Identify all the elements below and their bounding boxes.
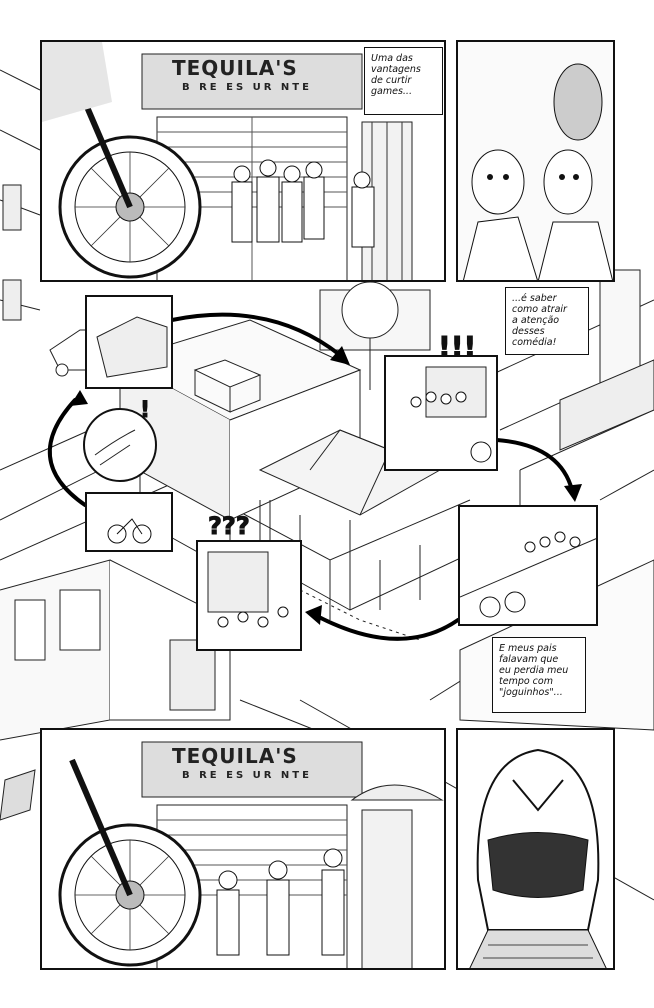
bar-sign-name: TEQUILA'S bbox=[172, 56, 298, 80]
panel-bar-storefront-bottom: TEQUILA'S B RE ES UR NTE bbox=[40, 728, 446, 970]
caption-line: "joguinhos"... bbox=[499, 687, 563, 698]
caption-line: games... bbox=[371, 86, 412, 97]
bar-sign-subtitle: B RE ES UR NTE bbox=[182, 82, 312, 93]
alert-marks: !!! bbox=[437, 330, 477, 364]
caption-line: a atenção bbox=[512, 315, 560, 326]
caption-line: vantagens bbox=[371, 64, 421, 75]
caption-top: Uma das vantagens de curtir games... bbox=[364, 47, 443, 115]
caption-line: de curtir bbox=[371, 75, 412, 86]
zombie-faces bbox=[458, 42, 613, 280]
caption-line: como atrair bbox=[512, 304, 567, 315]
helmet-illustration bbox=[469, 748, 607, 968]
caption-line: desses bbox=[512, 326, 545, 337]
panel-zombies-alert bbox=[384, 355, 498, 471]
bar-sign-name: TEQUILA'S bbox=[172, 744, 298, 768]
storefront-scene bbox=[58, 741, 444, 968]
single-alert-mark: ! bbox=[139, 398, 151, 424]
caption-line: tempo com bbox=[499, 676, 553, 687]
confused-marks: ??? bbox=[208, 512, 251, 541]
storefront-scene bbox=[42, 42, 413, 280]
caption-line: E meus pais bbox=[499, 643, 557, 654]
closeup-circle bbox=[83, 408, 157, 482]
caption-line: comédia! bbox=[512, 337, 557, 348]
panel-zombies-closeup bbox=[456, 40, 615, 282]
caption-middle: ...é saber como atrair a atenção desses … bbox=[505, 287, 589, 355]
caption-line: eu perdia meu bbox=[499, 665, 569, 676]
panel-motorcycle-crowd bbox=[458, 505, 598, 626]
bar-sign-subtitle: B RE ES UR NTE bbox=[182, 770, 312, 781]
panel-motorcycle-fall bbox=[85, 492, 173, 552]
caption-line: Uma das bbox=[371, 53, 413, 64]
caption-line: ...é saber bbox=[512, 293, 557, 304]
panel-confused-zombies bbox=[196, 540, 302, 651]
panel-helmet-closeup bbox=[456, 728, 615, 970]
panel-motorcycle-arrival bbox=[85, 295, 173, 389]
caption-bottom: E meus pais falavam que eu perdia meu te… bbox=[492, 637, 586, 713]
caption-line: falavam que bbox=[499, 654, 559, 665]
